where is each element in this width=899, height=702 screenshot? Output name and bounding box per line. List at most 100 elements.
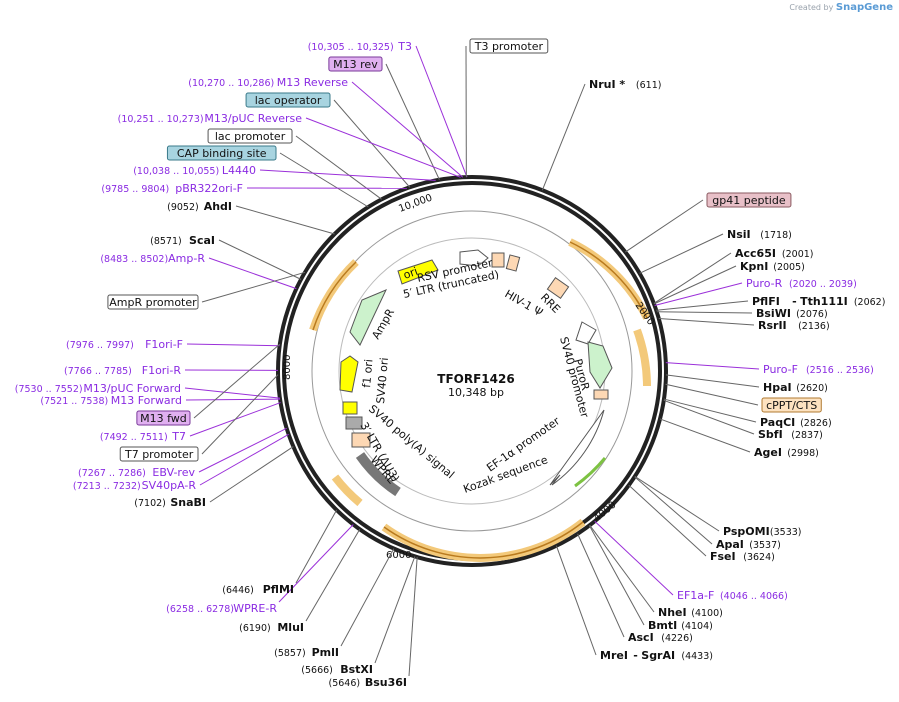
leader-right-14 <box>663 399 755 435</box>
left-label-2[interactable]: M13 Reverse(10,270 .. 10,286) <box>188 76 348 89</box>
right-label-17[interactable]: ApaI(3537) <box>716 538 781 551</box>
left-label-1[interactable]: M13 rev <box>328 56 383 72</box>
feat-hiv-psi: HIV-1 Ψ <box>503 287 546 319</box>
leader-right-12 <box>665 383 759 406</box>
label-range: (3533) <box>770 527 802 538</box>
right-label-12[interactable]: cPPT/CTS <box>761 397 822 413</box>
label-name: L4440 <box>222 164 256 177</box>
left-label-12[interactable]: AmpR promoter <box>107 294 199 310</box>
label-name: AmpR promoter <box>109 296 197 309</box>
right-label-2[interactable]: gp41 peptide <box>706 192 792 208</box>
credit: Created by SnapGene <box>789 2 893 13</box>
label-name: F1ori-R <box>142 364 182 377</box>
leader-right-8 <box>656 311 753 314</box>
left-label-6[interactable]: CAP binding site <box>166 145 277 161</box>
bottom-label-5[interactable]: Bsu36I(5646) <box>328 676 407 689</box>
label-name: NheI <box>658 606 687 619</box>
left-label-8[interactable]: pBR322ori-F(9785 .. 9804) <box>101 182 243 195</box>
left-label-10[interactable]: ScaI(8571) <box>150 234 215 247</box>
left-label-9[interactable]: AhdI(9052) <box>167 200 232 213</box>
label-name: Puro-R <box>746 277 783 290</box>
right-label-14[interactable]: SbfI(2837) <box>758 428 823 441</box>
right-label-18[interactable]: FseI(3624) <box>710 550 775 563</box>
right-label-3[interactable]: NsiI(1718) <box>727 228 792 241</box>
left-label-5[interactable]: lac promoter <box>207 128 293 144</box>
label-name-2: Tth111I <box>800 295 848 308</box>
bottom-label-2[interactable]: MluI(6190) <box>239 621 304 634</box>
right-label-16[interactable]: PspOMI(3533) <box>723 525 802 538</box>
bottom-label-1[interactable]: WPRE-R(6258 .. 6278) <box>166 602 277 615</box>
label-name: BsiWI <box>756 307 791 320</box>
left-label-13[interactable]: F1ori-F(7976 .. 7997) <box>66 338 183 351</box>
leader-bottom-4 <box>374 556 416 664</box>
right-label-5[interactable]: KpnI(2005) <box>740 260 805 273</box>
right-label-11[interactable]: HpaI(2620) <box>763 381 828 394</box>
right-label-9[interactable]: RsrII(2136) <box>758 319 830 332</box>
left-label-0[interactable]: T3(10,305 .. 10,325) <box>308 40 412 53</box>
label-range: (8483 .. 8502) <box>100 254 168 265</box>
left-label-7[interactable]: L4440(10,038 .. 10,055) <box>133 164 256 177</box>
label-range: (4433) <box>681 651 713 662</box>
sv40-promoter-arrow <box>575 321 597 345</box>
right-label-7[interactable]: PflFI-Tth111I(2062) <box>752 295 885 308</box>
label-range: (6446) <box>222 585 254 596</box>
bottom-label-0[interactable]: PflMI(6446) <box>222 583 294 596</box>
label-box <box>166 145 277 161</box>
label-name: BmtI <box>648 619 677 632</box>
right-label-23[interactable]: MreI-SgrAI(4433) <box>600 649 713 662</box>
label-name: Acc65I <box>735 247 776 260</box>
left-label-3[interactable]: lac operator <box>245 92 331 108</box>
bottom-label-4[interactable]: BstXI(5666) <box>301 663 373 676</box>
leader-right-16 <box>634 475 720 532</box>
left-label-22[interactable]: SnaBI(7102) <box>134 496 206 509</box>
label-name: ScaI <box>189 234 215 247</box>
leader-right-1 <box>541 83 586 191</box>
right-label-4[interactable]: Acc65I(2001) <box>735 247 814 260</box>
right-label-10[interactable]: Puro-F(2516 .. 2536) <box>763 363 874 376</box>
label-name: SbfI <box>758 428 783 441</box>
leader-right-18 <box>628 484 707 557</box>
leader-right-13 <box>663 398 757 423</box>
feat-f1-ori: f1 ori <box>360 359 375 389</box>
left-label-4[interactable]: M13/pUC Reverse(10,251 .. 10,273) <box>118 112 303 125</box>
right-label-13[interactable]: PaqCI(2826) <box>760 416 832 429</box>
label-range: (2062) <box>854 297 886 308</box>
left-label-19[interactable]: T7 promoter <box>119 446 199 462</box>
label-name: MluI <box>277 621 304 634</box>
right-label-21[interactable]: BmtI(4104) <box>648 619 713 632</box>
tick-8000: 8000 <box>282 355 293 380</box>
right-label-6[interactable]: Puro-R (2020 .. 2039) <box>746 277 857 290</box>
left-label-20[interactable]: EBV-rev(7267 .. 7286) <box>78 466 195 479</box>
left-label-16[interactable]: M13 Forward(7521 .. 7538) <box>40 394 182 407</box>
label-name: lac promoter <box>215 130 286 143</box>
label-range: (7530 .. 7552) <box>15 384 83 395</box>
label-range: (5666) <box>301 665 333 676</box>
label-name: M13 rev <box>333 58 378 71</box>
label-box <box>469 38 549 54</box>
right-label-0[interactable]: T3 promoter <box>469 38 549 54</box>
left-label-18[interactable]: T7(7492 .. 7511) <box>100 430 186 443</box>
backbone-outer <box>276 175 668 567</box>
feat-sv40-ori: SV40 ori <box>374 357 391 404</box>
left-label-17[interactable]: M13 fwd <box>136 410 191 426</box>
outer-feature-4 <box>331 474 363 507</box>
outer-feature-5-edge <box>312 261 357 331</box>
leader-left-15 <box>184 387 280 399</box>
right-label-1[interactable]: NruI *(611) <box>589 78 661 91</box>
left-label-11[interactable]: Amp-R(8483 .. 8502) <box>100 252 205 265</box>
label-range: (4100) <box>691 608 723 619</box>
right-label-8[interactable]: BsiWI(2076) <box>756 307 828 320</box>
left-label-21[interactable]: SV40pA-R(7213 .. 7232) <box>73 479 196 492</box>
right-label-22[interactable]: AscI(4226) <box>628 631 693 644</box>
label-range: (2020 .. 2039) <box>789 279 857 290</box>
left-label-14[interactable]: F1ori-R(7766 .. 7785) <box>64 364 181 377</box>
right-label-15[interactable]: AgeI(2998) <box>754 446 819 459</box>
label-name: M13/pUC Forward <box>83 382 181 395</box>
label-name: T3 promoter <box>474 40 544 53</box>
label-range: (10,038 .. 10,055) <box>133 166 219 177</box>
right-label-19[interactable]: EF1a-F(4046 .. 4066) <box>677 589 788 602</box>
left-label-15[interactable]: M13/pUC Forward(7530 .. 7552) <box>15 382 181 395</box>
right-label-20[interactable]: NheI (4100) <box>658 606 723 619</box>
bottom-label-3[interactable]: PmlI(5857) <box>274 646 339 659</box>
